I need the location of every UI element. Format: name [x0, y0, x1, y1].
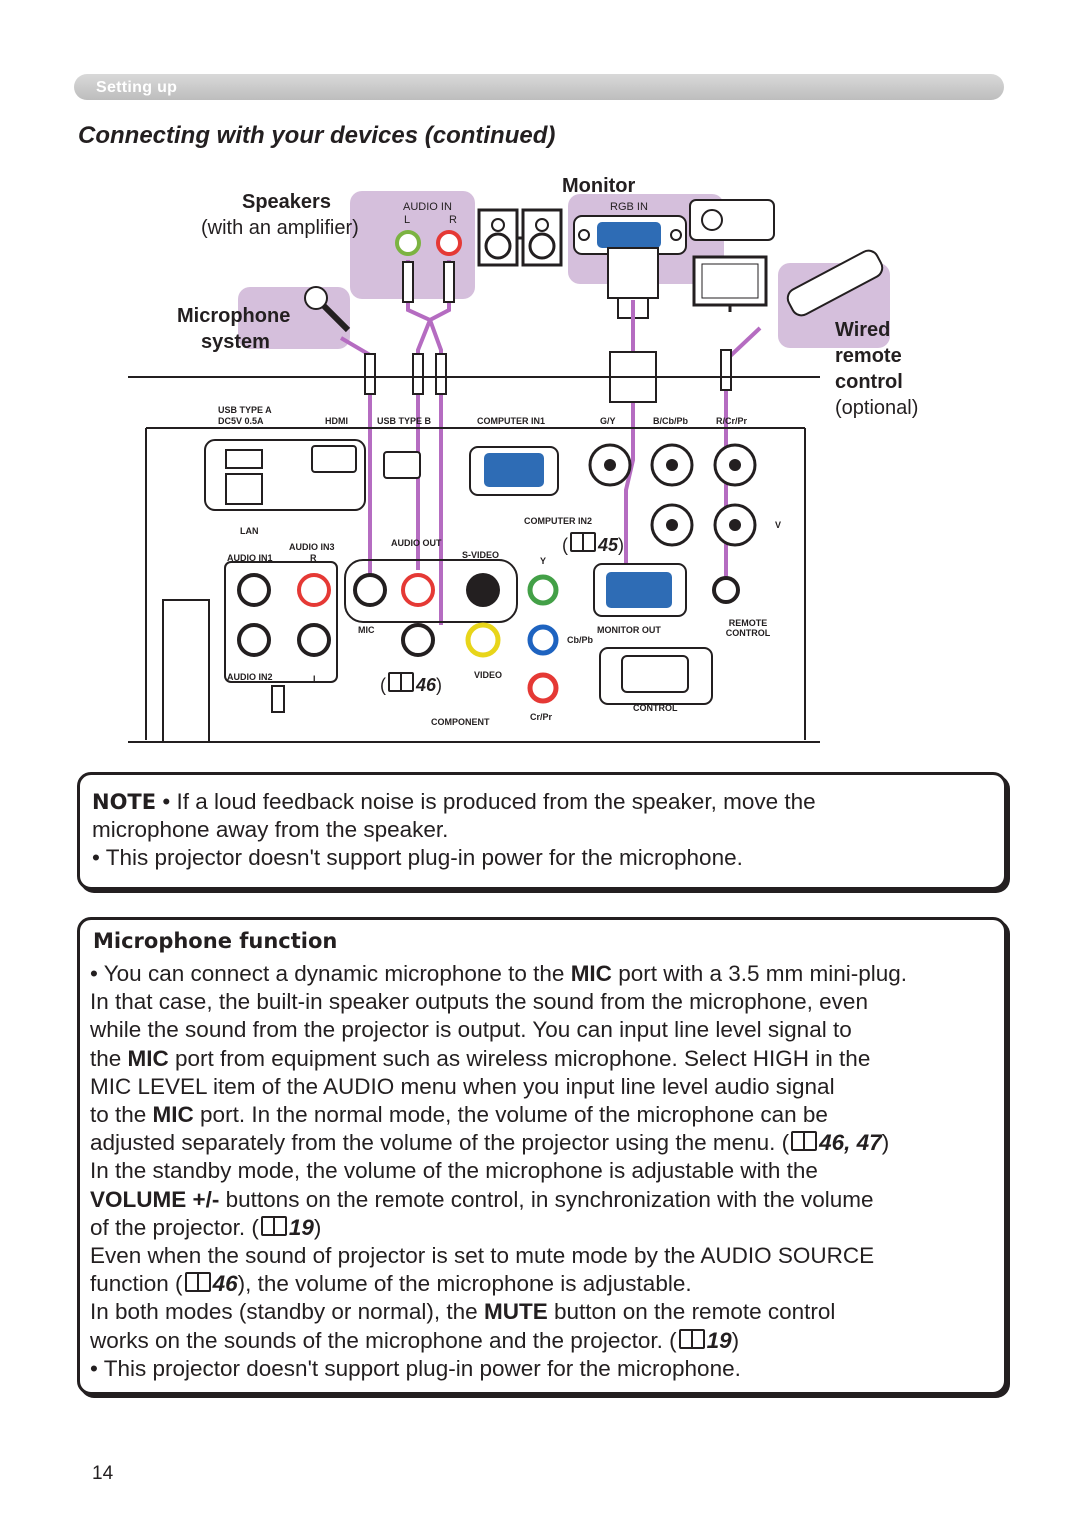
monitor-label: Monitor	[562, 175, 636, 197]
port-audio-in2: AUDIO IN2	[227, 672, 273, 682]
book-icon	[791, 1131, 818, 1152]
port-mic: MIC	[358, 625, 375, 635]
port-gy: G/Y	[600, 416, 616, 426]
mic-system-label-2: system	[201, 331, 270, 353]
page-title: Connecting with your devices (continued)	[78, 122, 556, 149]
wired-remote-label: Wired	[835, 319, 891, 341]
mic-system-label: Microphone	[177, 305, 291, 327]
port-computer-in1: COMPUTER IN1	[477, 416, 546, 426]
mic-function-body: • You can connect a dynamic microphone t…	[90, 961, 908, 1381]
port-usb-b: USB TYPE B	[377, 416, 432, 426]
port-hdmi: HDMI	[325, 416, 348, 426]
port-rcr: R/Cr/Pr	[716, 416, 748, 426]
port-audio-in3: AUDIO IN3	[289, 542, 335, 552]
port-audio-out: AUDIO OUT	[391, 538, 442, 548]
audio-in-label: AUDIO IN	[403, 201, 452, 213]
audio-l-label: L	[404, 214, 411, 226]
port-usb-a: USB TYPE A	[218, 405, 272, 415]
port-control: CONTROL	[633, 703, 678, 713]
section-header-bar: Setting up	[74, 74, 1004, 100]
connection-diagram: Speakers (with an amplifier) Monitor AUD…	[0, 160, 1080, 760]
note-box: NOTE • If a loud feedback noise is produ…	[77, 772, 1007, 890]
wired-remote-label-4: (optional)	[835, 397, 919, 419]
port-audio-in1: AUDIO IN1	[227, 553, 273, 563]
diagram-graphic	[128, 191, 890, 743]
ref-45: (45)	[562, 532, 624, 556]
port-video: VIDEO	[474, 670, 503, 680]
port-dc5v: DC5V 0.5A	[218, 416, 264, 426]
port-monitor-out: MONITOR OUT	[597, 625, 661, 635]
port-remote-control: REMOTE CONTROL	[725, 618, 771, 638]
mic-function-box: Microphone function • You can connect a …	[77, 917, 1007, 1395]
wired-remote-label-2: remote	[835, 345, 902, 367]
note-text: NOTE • If a loud feedback noise is produ…	[92, 789, 816, 871]
port-bcb: B/Cb/Pb	[653, 416, 688, 426]
book-icon	[388, 672, 414, 692]
port-v: V	[775, 520, 782, 530]
wired-remote-label-3: control	[835, 371, 903, 393]
book-icon	[260, 1215, 287, 1236]
book-icon	[678, 1328, 705, 1349]
section-label: Setting up	[96, 79, 178, 96]
rgb-in-label: RGB IN	[610, 201, 648, 213]
port-y: Y	[540, 556, 547, 566]
page-number: 14	[92, 1463, 114, 1484]
port-component: COMPONENT	[431, 717, 490, 727]
port-audio-in3-r: R	[310, 553, 317, 563]
port-crpr: Cr/Pr	[530, 712, 553, 722]
ref-46: (46)	[380, 672, 442, 696]
port-svideo: S-VIDEO	[462, 550, 500, 560]
book-icon	[184, 1272, 211, 1293]
port-cbpb: Cb/Pb	[567, 635, 593, 645]
audio-r-label: R	[449, 214, 457, 226]
book-icon	[570, 532, 596, 552]
note-heading: NOTE	[92, 790, 157, 814]
port-computer-in2: COMPUTER IN2	[524, 516, 593, 526]
port-lan: LAN	[240, 526, 259, 536]
speakers-sublabel: (with an amplifier)	[201, 217, 359, 239]
speakers-label: Speakers	[242, 191, 331, 213]
mic-function-title: Microphone function	[93, 929, 338, 953]
port-audio-in2-l: L	[313, 674, 319, 684]
